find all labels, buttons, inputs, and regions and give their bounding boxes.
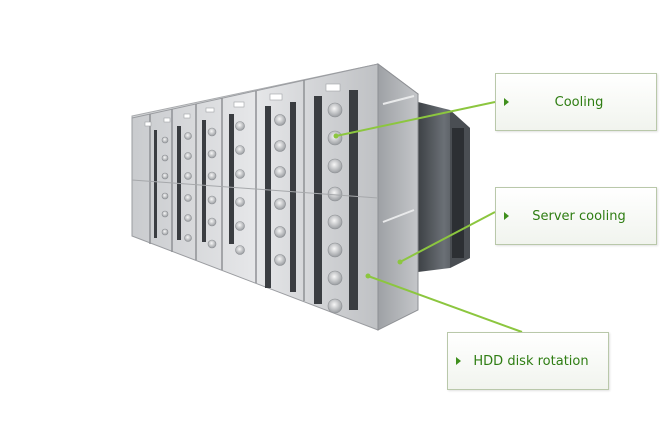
leader-dots — [333, 133, 403, 279]
callout-label: HDD disk rotation — [473, 353, 589, 369]
leader-lines — [335, 101, 523, 333]
rack-dividers — [149, 80, 305, 301]
callout-cooling: Cooling — [495, 73, 657, 131]
cabinet-tags — [144, 83, 341, 127]
rack-side — [377, 63, 419, 331]
cooling-unit — [418, 102, 470, 272]
callout-server-cooling: Server cooling — [495, 187, 657, 245]
triangle-right-icon — [456, 357, 461, 365]
triangle-right-icon — [504, 212, 509, 220]
callout-hdd-rotation: HDD disk rotation — [447, 332, 609, 390]
rack-mid-line — [131, 179, 379, 199]
callout-label: Server cooling — [532, 208, 626, 224]
callout-label: Cooling — [554, 94, 604, 110]
triangle-right-icon — [504, 98, 509, 106]
fan-array — [161, 102, 343, 314]
